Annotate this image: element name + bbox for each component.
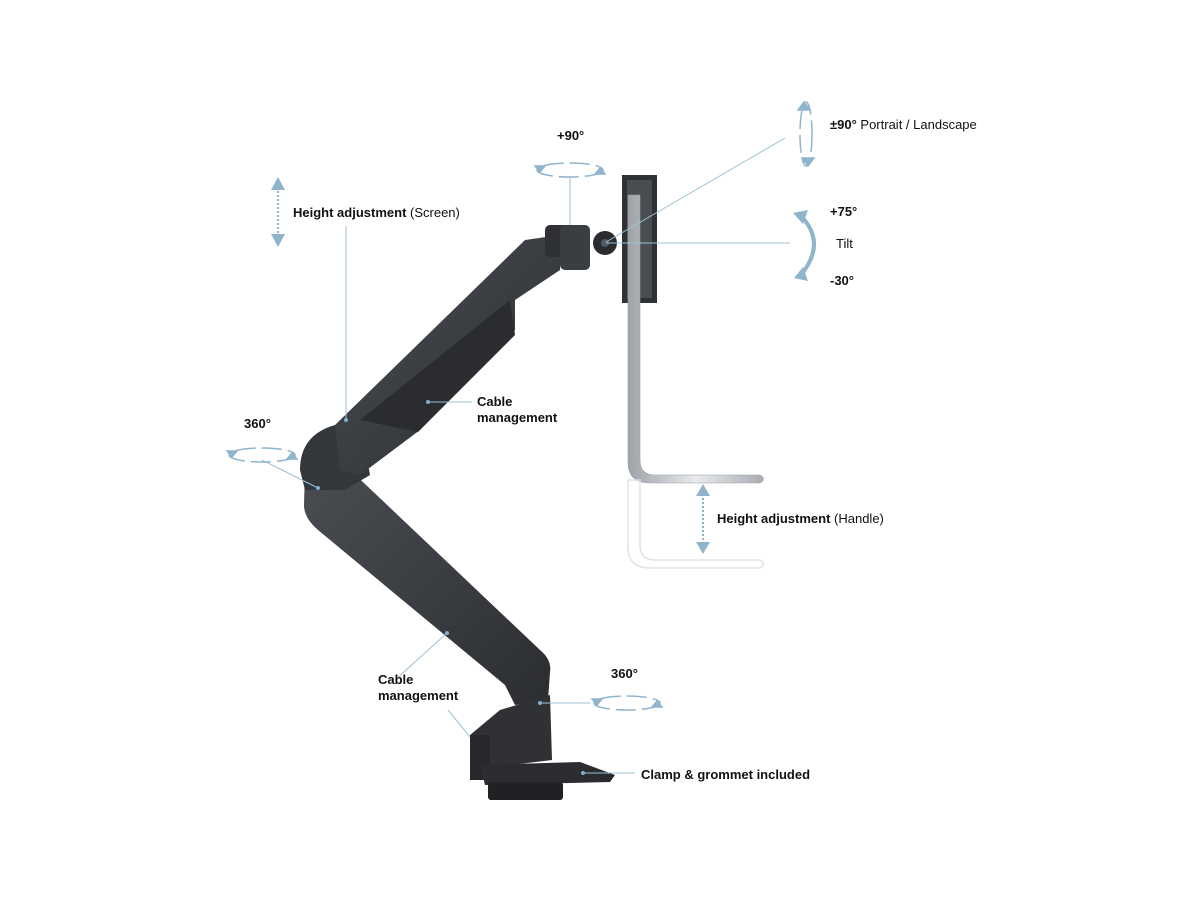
- swivel-elbow-icon: [225, 447, 299, 463]
- swivel-base-icon: [590, 695, 664, 711]
- label-swivel-top: +90°: [557, 128, 585, 143]
- label-tilt-down: -30°: [830, 273, 854, 288]
- handle-pole: [627, 194, 764, 484]
- height-handle-arrow-icon: [696, 484, 710, 554]
- label-height-screen: Height adjustment (Screen): [293, 205, 460, 220]
- label-cable-upper: Cable management: [477, 394, 558, 425]
- leader-lines: [261, 137, 790, 774]
- clamp-bottom: [488, 782, 563, 800]
- swivel-top-icon: [533, 162, 607, 178]
- tilt-arc-icon: [793, 210, 816, 281]
- lower-arm: [304, 465, 551, 705]
- column: [470, 695, 552, 770]
- clamp-plate: [480, 762, 615, 785]
- label-portrait: ±90° Portrait / Landscape: [830, 117, 977, 132]
- label-rotate-elbow: 360°: [244, 416, 271, 431]
- upper-cable-cover: [360, 300, 515, 432]
- rotation-arc-icon: [796, 100, 816, 168]
- label-clamp: Clamp & grommet included: [641, 767, 811, 782]
- label-height-handle: Height adjustment (Handle): [717, 511, 884, 526]
- label-cable-lower: Cable management: [378, 672, 459, 703]
- label-rotate-base: 360°: [611, 666, 638, 681]
- height-screen-arrow-icon: [271, 177, 285, 247]
- handle-ghost: [627, 479, 765, 569]
- label-tilt-up: +75°: [830, 204, 858, 219]
- label-tilt: Tilt: [836, 236, 853, 251]
